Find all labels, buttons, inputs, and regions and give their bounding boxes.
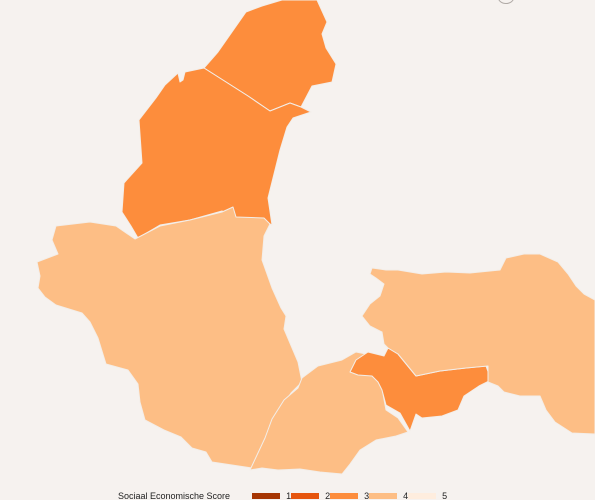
region-west-large[interactable]	[36, 206, 303, 469]
legend-label: 1	[286, 491, 292, 500]
legend-item-4: 4	[369, 491, 408, 500]
map-legend: Sociaal Economische Score 1 2 3 4 5	[118, 489, 447, 500]
legend-swatch	[369, 493, 398, 499]
legend-item-3: 3	[330, 491, 369, 500]
legend-label: 4	[403, 491, 409, 500]
legend-swatch	[330, 493, 359, 499]
legend-label: 3	[364, 491, 370, 500]
legend-swatch	[408, 493, 437, 499]
legend-title: Sociaal Economische Score	[118, 491, 231, 500]
legend-item-1: 1	[252, 491, 291, 500]
legend-swatch	[252, 493, 281, 499]
legend-swatch	[291, 493, 320, 499]
legend-label: 2	[325, 491, 331, 500]
legend-item-2: 2	[291, 491, 330, 500]
legend-item-5: 5	[408, 491, 447, 500]
region-east-large[interactable]	[361, 253, 595, 435]
legend-label: 5	[442, 491, 448, 500]
